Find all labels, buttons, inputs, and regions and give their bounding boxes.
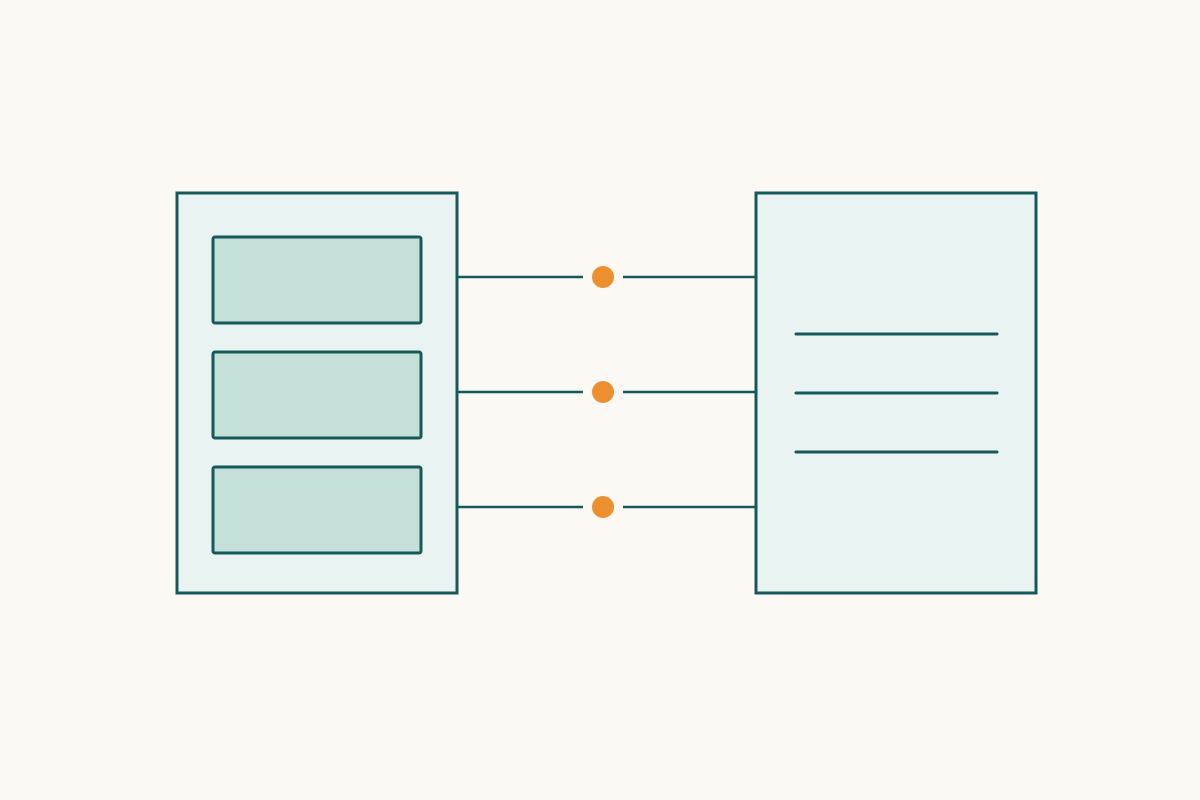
diagram-layer — [175, 191, 1038, 595]
left-panel-slot-3 — [211, 465, 423, 555]
connector-dot-3 — [592, 496, 614, 518]
left-panel-slot-1 — [211, 235, 423, 325]
connector-dot-1 — [592, 266, 614, 288]
connector-dot-2 — [592, 381, 614, 403]
left-panel-slot-2 — [211, 350, 423, 440]
